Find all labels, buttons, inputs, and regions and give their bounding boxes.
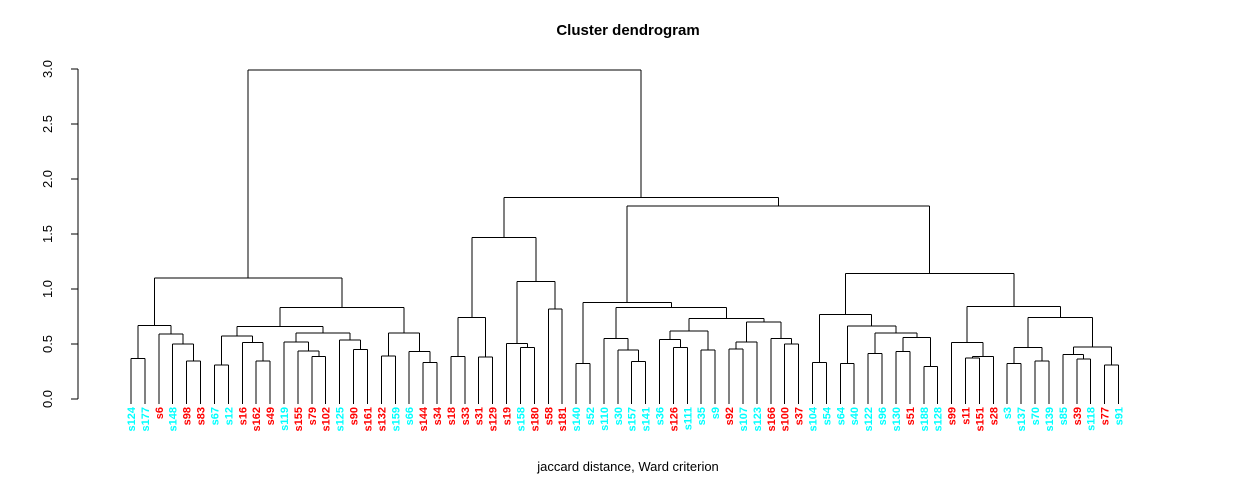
leaf-label: s35 — [696, 407, 708, 425]
leaf-label: s18 — [446, 407, 458, 425]
leaf-label: s137 — [1016, 407, 1028, 431]
leaf-label: s129 — [488, 407, 500, 431]
leaf-label: s181 — [557, 407, 569, 431]
leaf-label: s140 — [571, 407, 583, 431]
leaf-label: s161 — [362, 407, 374, 431]
y-tick-label: 1.0 — [40, 280, 55, 298]
leaf-label: s70 — [1030, 407, 1042, 425]
leaf-label: s99 — [947, 407, 959, 425]
leaf-label: s49 — [265, 407, 277, 425]
leaf-label: s12 — [223, 407, 235, 425]
leaf-label: s110 — [599, 407, 611, 431]
dendrogram-lines — [130, 69, 1119, 404]
leaf-label: s107 — [738, 407, 750, 431]
leaf-label: s124 — [126, 406, 138, 431]
leaf-label: s141 — [641, 407, 653, 431]
leaf-label: s166 — [766, 407, 778, 431]
leaf-label: s188 — [919, 407, 931, 431]
leaf-label: s96 — [877, 407, 889, 425]
leaf-label: s79 — [307, 407, 319, 425]
leaf-label: s98 — [182, 407, 194, 425]
leaf-label: s64 — [835, 406, 847, 425]
y-tick-label: 2.0 — [40, 170, 55, 188]
leaf-label: s54 — [821, 406, 833, 425]
y-axis: 0.0 0.5 1.0 1.5 2.0 2.5 3.0 — [40, 60, 79, 408]
leaf-label: s158 — [515, 407, 527, 431]
leaf-label: s177 — [140, 407, 152, 431]
leaf-label: s144 — [418, 406, 430, 431]
leaf-label: s85 — [1058, 407, 1070, 425]
leaf-label: s40 — [849, 407, 861, 425]
leaf-label: s125 — [335, 407, 347, 431]
leaf-label: s148 — [168, 407, 180, 431]
leaf-label: s6 — [154, 407, 166, 419]
y-tick-label: 2.5 — [40, 115, 55, 133]
leaf-label: s92 — [724, 407, 736, 425]
y-tick-label: 1.5 — [40, 225, 55, 243]
leaf-label: s157 — [627, 407, 639, 431]
leaf-label: s9 — [710, 407, 722, 419]
leaf-label: s39 — [1072, 407, 1084, 425]
leaf-label: s3 — [1002, 407, 1014, 419]
leaf-label: s36 — [655, 407, 667, 425]
leaf-label: s31 — [474, 407, 486, 425]
leaf-label: s90 — [349, 407, 361, 425]
leaf-label: s122 — [863, 407, 875, 431]
y-tick-label: 3.0 — [40, 60, 55, 78]
y-tick-label: 0.0 — [40, 390, 55, 408]
leaf-label: s91 — [1114, 407, 1126, 425]
leaf-label: s102 — [321, 407, 333, 431]
leaf-label: s130 — [891, 407, 903, 431]
leaf-label: s111 — [682, 407, 694, 430]
leaf-label: s83 — [196, 407, 208, 425]
leaf-label: s126 — [668, 407, 680, 431]
leaf-label: s155 — [293, 407, 305, 431]
leaf-label: s123 — [752, 407, 764, 431]
leaf-label: s37 — [794, 407, 806, 425]
leaf-label: s52 — [585, 407, 597, 425]
y-tick-label: 0.5 — [40, 335, 55, 353]
leaf-label: s139 — [1044, 407, 1056, 431]
leaf-label: s19 — [502, 407, 514, 425]
leaf-label: s51 — [905, 407, 917, 425]
leaf-label: s66 — [404, 407, 416, 425]
leaf-label: s159 — [390, 407, 402, 431]
leaf-label: s33 — [460, 407, 472, 425]
leaf-label: s58 — [543, 407, 555, 425]
leaf-label: s16 — [237, 407, 249, 425]
leaf-label: s118 — [1086, 407, 1098, 431]
leaf-label: s180 — [529, 407, 541, 431]
leaf-label: s34 — [432, 406, 444, 425]
leaf-label: s132 — [376, 407, 388, 431]
leaf-label: s100 — [780, 407, 792, 431]
leaf-label: s11 — [961, 407, 973, 425]
chart-title: Cluster dendrogram — [556, 22, 700, 39]
leaf-label: s128 — [933, 407, 945, 431]
leaf-label: s162 — [251, 407, 263, 431]
leaf-label: s30 — [613, 407, 625, 425]
leaf-label: s119 — [279, 407, 291, 431]
leaf-label: s151 — [974, 407, 986, 431]
x-axis-label: jaccard distance, Ward criterion — [537, 459, 719, 474]
leaf-label: s28 — [988, 407, 1000, 425]
leaf-label: s77 — [1100, 407, 1112, 425]
leaf-label: s67 — [210, 407, 222, 425]
leaf-label: s104 — [808, 406, 820, 431]
